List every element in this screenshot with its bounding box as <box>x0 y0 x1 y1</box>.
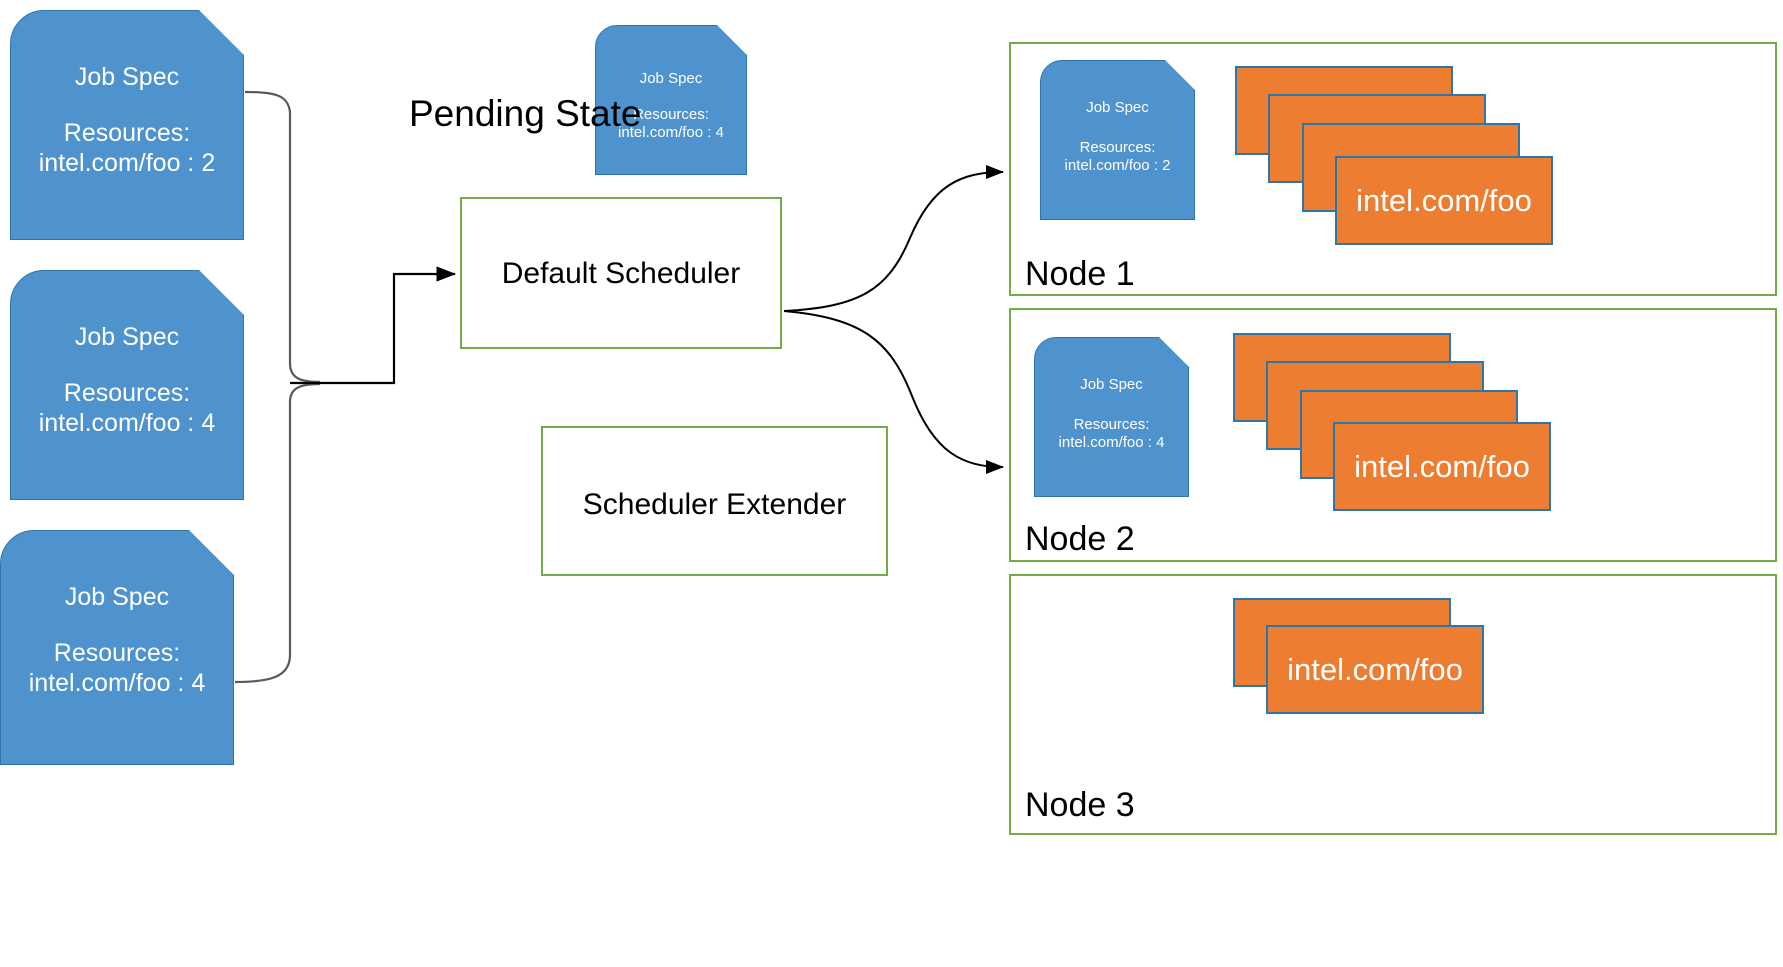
job-spec-resources-label: Resources: <box>1073 416 1150 433</box>
job-spec-resources-label: Resources: <box>53 639 181 667</box>
job-spec-resources-label: Resources: <box>63 119 191 147</box>
resource-card-front: intel.com/foo <box>1266 625 1484 714</box>
job-spec-resource-value: intel.com/foo : 2 <box>1064 156 1171 174</box>
job-spec-title: Job Spec <box>74 63 180 91</box>
job-spec-resource-value: intel.com/foo : 2 <box>38 148 216 177</box>
resource-card-label: intel.com/foo <box>1287 651 1463 687</box>
resource-card-front: intel.com/foo <box>1335 156 1553 245</box>
job-spec-title: Job Spec <box>1080 376 1143 393</box>
job-spec-resources: Resources: intel.com/foo : 4 <box>596 106 746 141</box>
job-spec-resources-label: Resources: <box>1079 139 1156 156</box>
job-spec-resources: Resources: intel.com/foo : 4 <box>1 639 233 698</box>
node-1-label: Node 1 <box>1025 255 1135 293</box>
connector-queue-3 <box>234 382 321 684</box>
resource-card-label: intel.com/foo <box>1354 448 1530 484</box>
job-spec-queue-2: Job Spec Resources: intel.com/foo : 4 <box>10 270 244 500</box>
job-spec-title: Job Spec <box>639 70 703 87</box>
job-spec-resources-label: Resources: <box>633 106 709 123</box>
job-spec-queue-1: Job Spec Resources: intel.com/foo : 2 <box>10 10 244 240</box>
connector-to-default-scheduler <box>290 266 457 385</box>
default-scheduler-label: Default Scheduler <box>501 257 741 290</box>
job-spec-resources: Resources: intel.com/foo : 2 <box>11 119 243 178</box>
job-spec-resources-label: Resources: <box>63 379 191 407</box>
job-spec-resource-value: intel.com/foo : 4 <box>1058 433 1165 451</box>
node-3-label: Node 3 <box>1025 786 1135 824</box>
job-spec-resources: Resources: intel.com/foo : 4 <box>11 379 243 438</box>
job-spec-queue-3: Job Spec Resources: intel.com/foo : 4 <box>0 530 234 765</box>
job-spec-title: Job Spec <box>64 583 170 611</box>
connector-queue-1 <box>244 90 321 384</box>
default-scheduler-box[interactable]: Default Scheduler <box>460 197 782 349</box>
resource-card-front: intel.com/foo <box>1333 422 1551 511</box>
job-spec-resource-value: intel.com/foo : 4 <box>28 668 206 697</box>
node-2-job-spec: Job Spec Resources: intel.com/foo : 4 <box>1034 337 1189 497</box>
job-spec-title: Job Spec <box>1086 99 1149 116</box>
job-spec-resources: Resources: intel.com/foo : 4 <box>1035 416 1188 451</box>
job-spec-title: Job Spec <box>74 323 180 351</box>
scheduler-extender-box[interactable]: Scheduler Extender <box>541 426 888 576</box>
job-spec-resource-value: intel.com/foo : 4 <box>38 408 216 437</box>
connector-scheduler-to-node-1 <box>783 165 1004 312</box>
scheduler-extender-label: Scheduler Extender <box>582 488 847 521</box>
connector-scheduler-to-node-2 <box>783 310 1004 474</box>
job-spec-resources: Resources: intel.com/foo : 2 <box>1041 139 1194 174</box>
resource-card-label: intel.com/foo <box>1356 182 1532 218</box>
node-1-job-spec: Job Spec Resources: intel.com/foo : 2 <box>1040 60 1195 220</box>
job-spec-resource-value: intel.com/foo : 4 <box>618 123 724 141</box>
node-2-label: Node 2 <box>1025 520 1135 558</box>
job-spec-pending: Job Spec Resources: intel.com/foo : 4 <box>595 25 747 175</box>
pending-state-label: Pending State <box>409 93 642 134</box>
